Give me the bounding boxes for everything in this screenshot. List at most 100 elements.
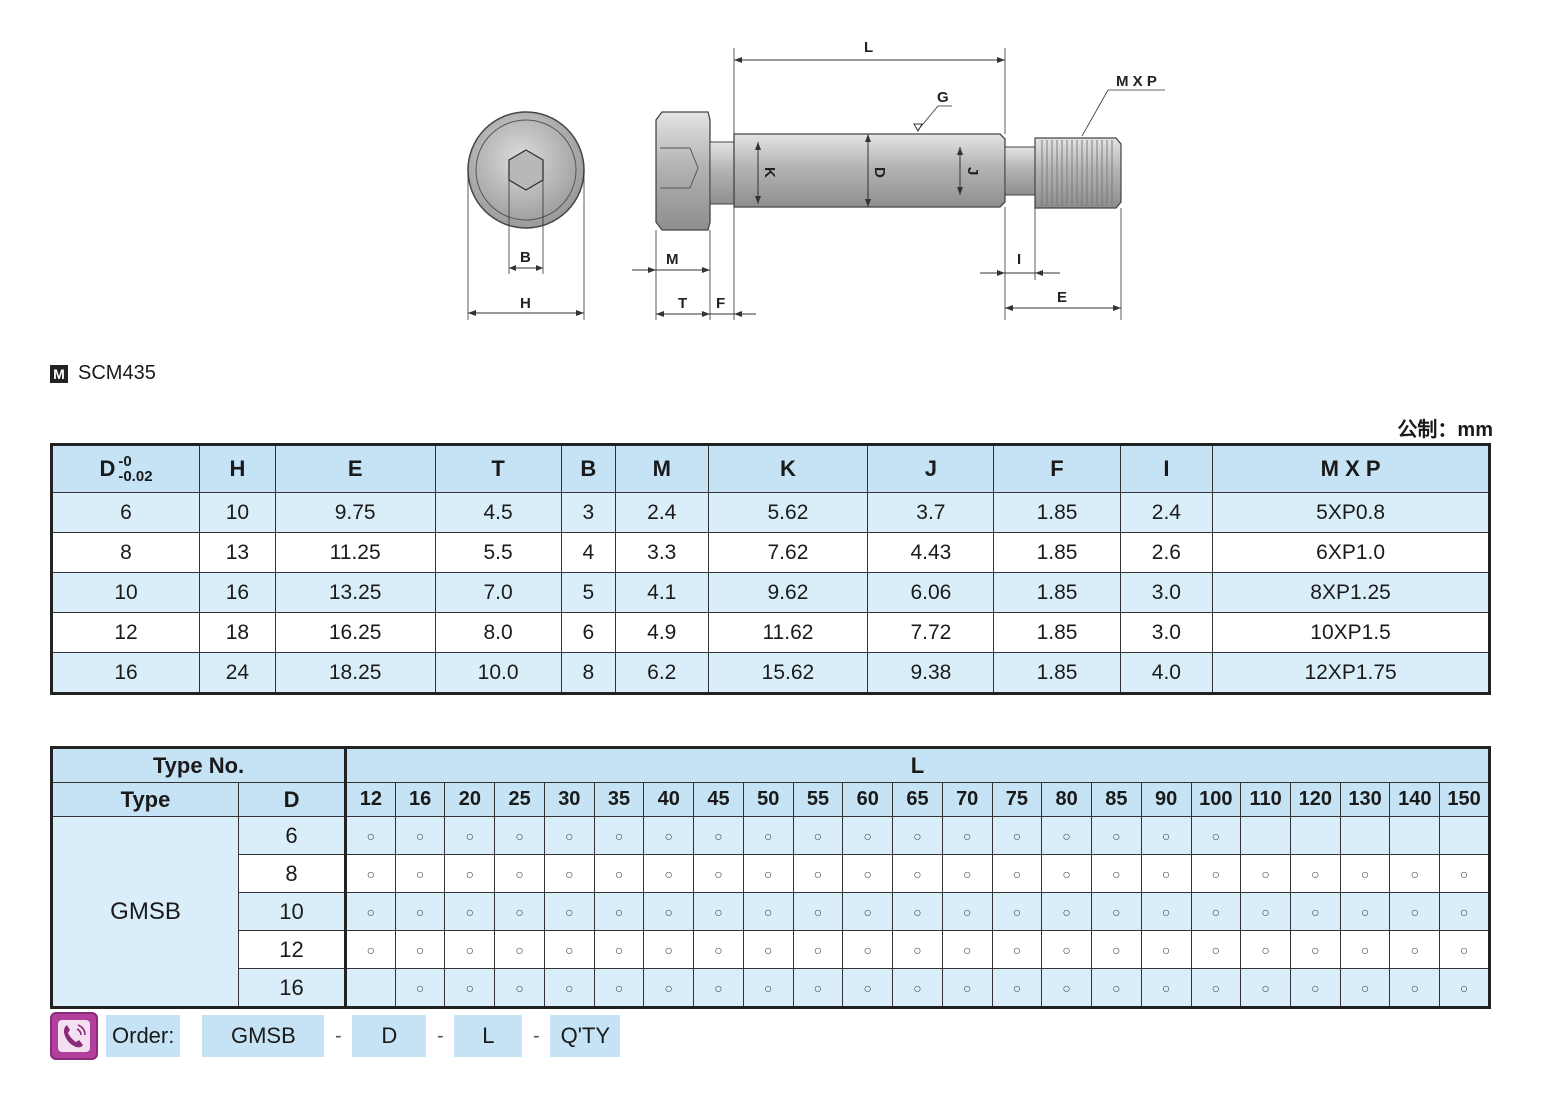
availability-header-top: Type No. L: [50, 747, 1490, 783]
length-header: 80: [1041, 782, 1093, 817]
availability-mark: ○: [1439, 968, 1490, 1008]
availability-mark: ○: [1389, 892, 1441, 931]
table-cell: 18: [199, 612, 276, 653]
availability-mark: ○: [742, 968, 794, 1008]
availability-empty: [1339, 816, 1391, 855]
table-cell: 7.62: [707, 532, 869, 573]
length-header: 35: [593, 782, 645, 817]
availability-mark: ○: [1439, 854, 1490, 893]
order-label: Order:: [106, 1015, 181, 1057]
availability-mark: ○: [1041, 968, 1093, 1008]
availability-mark: ○: [494, 816, 545, 855]
length-header: 130: [1339, 782, 1391, 817]
table-cell: 8.0: [434, 612, 562, 653]
availability-mark: ○: [643, 816, 695, 855]
length-header: 12: [344, 782, 396, 817]
table-cell: 4.5: [434, 492, 562, 533]
availability-mark: ○: [842, 892, 894, 931]
header-l: L: [344, 747, 1490, 783]
dim-label-k: K: [761, 167, 778, 178]
availability-mark: ○: [693, 854, 744, 893]
table-cell: 13: [199, 532, 276, 573]
availability-mark: ○: [1041, 854, 1093, 893]
availability-mark: ○: [941, 854, 993, 893]
availability-mark: ○: [494, 854, 545, 893]
length-header: 16: [394, 782, 446, 817]
availability-mark: ○: [792, 930, 844, 969]
header-col: M: [614, 444, 709, 493]
d-tolerance: -0 -0.02: [118, 454, 152, 484]
table-cell: 4: [560, 532, 616, 573]
availability-mark: ○: [593, 816, 645, 855]
availability-mark: ○: [1190, 816, 1242, 855]
availability-mark: ○: [543, 930, 595, 969]
table-row: 12○○○○○○○○○○○○○○○○○○○○○○○: [52, 930, 1490, 969]
availability-mark: ○: [344, 930, 396, 969]
d-tol-upper: -0: [118, 453, 132, 470]
availability-mark: ○: [1091, 854, 1142, 893]
dim-label-mxp: M X P: [1116, 73, 1157, 90]
availability-mark: ○: [742, 816, 794, 855]
availability-mark: ○: [1240, 892, 1291, 931]
header-d-label: D: [99, 456, 116, 481]
availability-mark: ○: [941, 968, 993, 1008]
availability-mark: ○: [1041, 930, 1093, 969]
table-cell: 5XP0.8: [1212, 492, 1490, 533]
availability-mark: ○: [792, 854, 844, 893]
availability-mark: ○: [1339, 854, 1391, 893]
availability-mark: ○: [892, 816, 943, 855]
availability-mark: ○: [693, 930, 744, 969]
table-row: 8○○○○○○○○○○○○○○○○○○○○○○○: [52, 854, 1490, 893]
table-cell: 4.1: [614, 572, 709, 613]
length-header: 20: [444, 782, 496, 817]
table-cell: 6.2: [614, 652, 709, 694]
table-cell: 9.38: [867, 652, 995, 694]
availability-mark: ○: [742, 930, 794, 969]
table-cell: 2.4: [1119, 492, 1214, 533]
table-cell: 6XP1.0: [1212, 532, 1490, 573]
availability-mark: ○: [1190, 930, 1242, 969]
availability-mark: ○: [394, 816, 446, 855]
availability-mark: ○: [444, 968, 496, 1008]
availability-mark: ○: [394, 968, 446, 1008]
table-cell: 11.25: [274, 532, 436, 573]
table-cell: 5.5: [434, 532, 562, 573]
availability-mark: ○: [1339, 968, 1391, 1008]
availability-mark: ○: [543, 968, 595, 1008]
availability-mark: ○: [1091, 968, 1142, 1008]
table-cell: 1.85: [993, 612, 1121, 653]
header-d-avail: D: [237, 782, 347, 817]
availability-mark: ○: [892, 930, 943, 969]
header-d: D -0 -0.02: [51, 444, 200, 493]
table-cell: 3.3: [614, 532, 709, 573]
header-col: F: [993, 444, 1121, 493]
length-header: 25: [494, 782, 545, 817]
header-type-no: Type No.: [50, 747, 347, 783]
dim-label-h: H: [520, 295, 531, 312]
length-header: 150: [1439, 782, 1490, 817]
table-cell: 10.0: [434, 652, 562, 694]
table-cell: 10: [51, 572, 200, 613]
dim-label-j: J: [964, 167, 981, 175]
length-header: 140: [1389, 782, 1441, 817]
availability-empty: [1389, 816, 1441, 855]
table-cell: 24: [199, 652, 276, 694]
table-cell: 8: [51, 532, 200, 573]
availability-mark: ○: [1389, 968, 1441, 1008]
order-part-qty: Q'TY: [550, 1015, 621, 1057]
availability-mark: ○: [1190, 892, 1242, 931]
availability-mark: ○: [842, 968, 894, 1008]
availability-mark: ○: [1091, 930, 1142, 969]
availability-mark: ○: [1439, 930, 1490, 969]
table-cell: 5.62: [707, 492, 869, 533]
header-col: J: [867, 444, 995, 493]
table-cell: 3: [560, 492, 616, 533]
table-row: 16○○○○○○○○○○○○○○○○○○○○○○: [52, 968, 1490, 1008]
length-header: 50: [742, 782, 794, 817]
